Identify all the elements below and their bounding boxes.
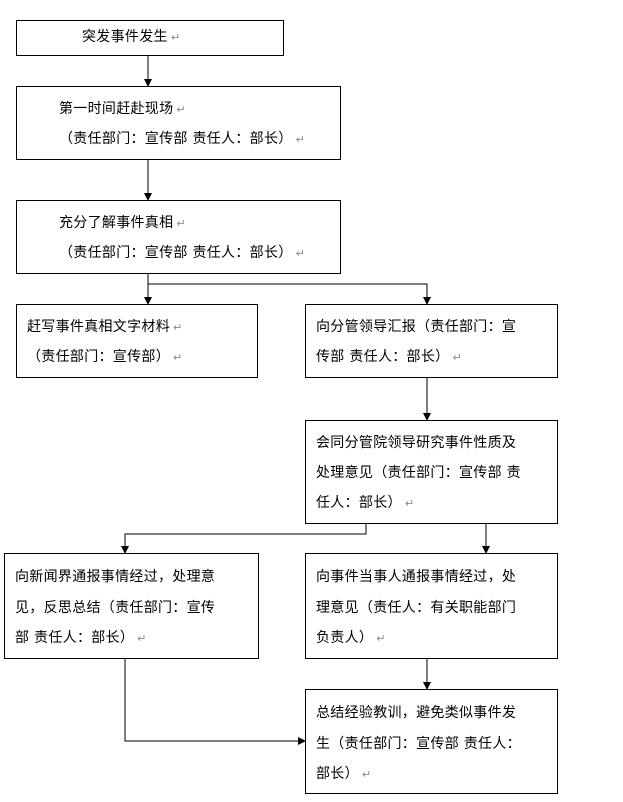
return-mark-icon: ↵	[404, 497, 415, 510]
node-report-leader: 向分管领导汇报（责任部门：宣 传部 责任人：部长）↵	[305, 304, 558, 378]
node-text: （责任部门：宣传部 责任人：部长）	[59, 245, 293, 261]
node-text: 负责人）	[316, 630, 374, 646]
node-text: 向新闻界通报事情经过，处理意	[15, 569, 216, 585]
node-summarize-lessons: 总结经验教训，避免类似事件发 生（责任部门：宣传部 责任人： 部长）↵	[305, 689, 558, 794]
node-notify-parties: 向事件当事人通报事情经过，处 理意见（责任人：有关职能部门 负责人）↵	[305, 553, 558, 659]
node-notify-press: 向新闻界通报事情经过，处理意 见，反思总结（责任部门：宣传 部 责任人：部长）↵	[4, 553, 259, 659]
node-text: 向分管领导汇报（责任部门：宣	[316, 319, 517, 335]
arrow-3-5	[148, 283, 431, 305]
node-incident-occurs: 突发事件发生↵	[16, 20, 284, 56]
node-study-nature: 会同分管院领导研究事件性质及 处理意见（责任部门：宣传部 责 任人：部长）↵	[305, 420, 558, 524]
node-text: 第一时间赶赴现场	[59, 101, 174, 117]
node-text: 充分了解事件真相	[59, 215, 174, 231]
node-text: 向事件当事人通报事情经过，处	[316, 569, 517, 585]
return-mark-icon: ↵	[176, 103, 186, 116]
node-write-materials: 赶写事件真相文字材料↵ （责任部门：宣传部）↵	[16, 304, 258, 378]
return-mark-icon: ↵	[376, 632, 386, 645]
arrow-6-7	[121, 523, 367, 554]
node-text: 突发事件发生	[82, 29, 168, 45]
node-text: 处理意见（责任部门：宣传部 责	[316, 465, 521, 481]
node-rush-to-scene: 第一时间赶赴现场↵ （责任部门：宣传部 责任人：部长）↵	[16, 86, 341, 160]
node-text: 总结经验教训，避免类似事件发	[316, 705, 517, 721]
return-mark-icon: ↵	[137, 632, 147, 645]
return-mark-icon: ↵	[295, 133, 306, 146]
node-text: （责任部门：宣传部 责任人：部长）	[59, 131, 293, 147]
return-mark-icon: ↵	[361, 768, 372, 781]
node-understand-truth: 充分了解事件真相↵ （责任部门：宣传部 责任人：部长）↵	[16, 200, 341, 274]
return-mark-icon: ↵	[173, 321, 183, 334]
arrow-7-9	[124, 658, 306, 745]
return-mark-icon: ↵	[170, 31, 181, 44]
return-mark-icon: ↵	[176, 217, 186, 230]
node-text: 任人：部长）	[316, 495, 402, 511]
node-text: 会同分管院领导研究事件性质及	[316, 435, 517, 451]
node-text: 部长）	[316, 766, 359, 782]
node-text: 生（责任部门：宣传部 责任人：	[316, 736, 521, 752]
return-mark-icon: ↵	[173, 351, 183, 364]
return-mark-icon: ↵	[295, 247, 306, 260]
return-mark-icon: ↵	[452, 351, 462, 364]
node-text: 赶写事件真相文字材料	[27, 319, 170, 335]
node-text: （责任部门：宣传部）	[27, 349, 170, 365]
node-text: 理意见（责任人：有关职能部门	[316, 600, 517, 616]
node-text: 部 责任人：部长）	[15, 630, 135, 646]
node-text: 见，反思总结（责任部门：宣传	[15, 600, 216, 616]
node-text: 传部 责任人：部长）	[316, 349, 450, 365]
